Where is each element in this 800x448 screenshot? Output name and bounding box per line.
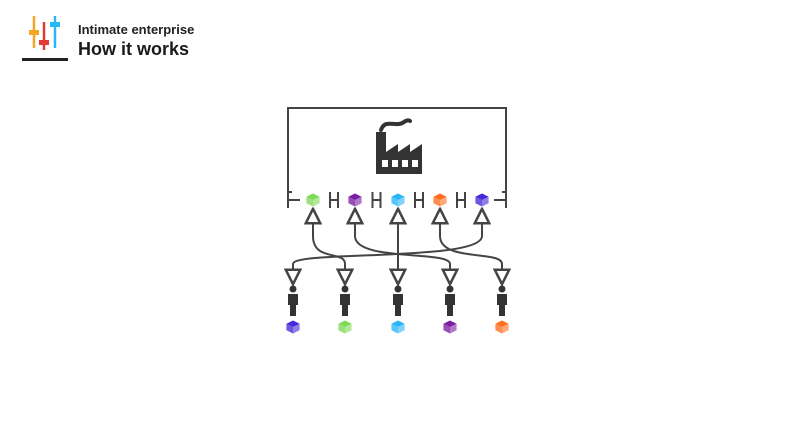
person-icon [445,285,455,316]
person-cube-orange-icon [494,319,510,335]
slot-cube-orange-icon [432,192,448,208]
person-cube-green-icon [337,319,353,335]
delivery-link [293,216,482,277]
equalizer-logo-icon [22,16,68,61]
slot-connector [329,192,339,208]
slot-connector [371,192,382,208]
page-title: How it works [78,39,190,59]
slot-cube-cyan-icon [390,192,406,208]
header-subtitle: Intimate enterprise [78,22,195,37]
delivery-link [313,216,345,277]
delivery-link [440,216,502,277]
person-icon [497,285,507,316]
slot-cube-blue-icon [474,192,490,208]
person-cube-cyan-icon [390,319,406,335]
factory-icon [376,118,422,174]
person-icon [288,285,298,316]
header-titles: Intimate enterprise How it works [78,22,194,60]
delivery-link [355,216,450,277]
slot-connector [456,192,466,208]
person-cube-purple-icon [442,319,458,335]
slot-connector [414,192,424,208]
person-icon [393,285,403,316]
person-cube-blue-icon [285,319,301,335]
person-icon [340,285,350,316]
slot-cube-purple-icon [347,192,363,208]
header: Intimate enterprise How it works [22,14,242,66]
slot-cube-green-icon [305,192,321,208]
